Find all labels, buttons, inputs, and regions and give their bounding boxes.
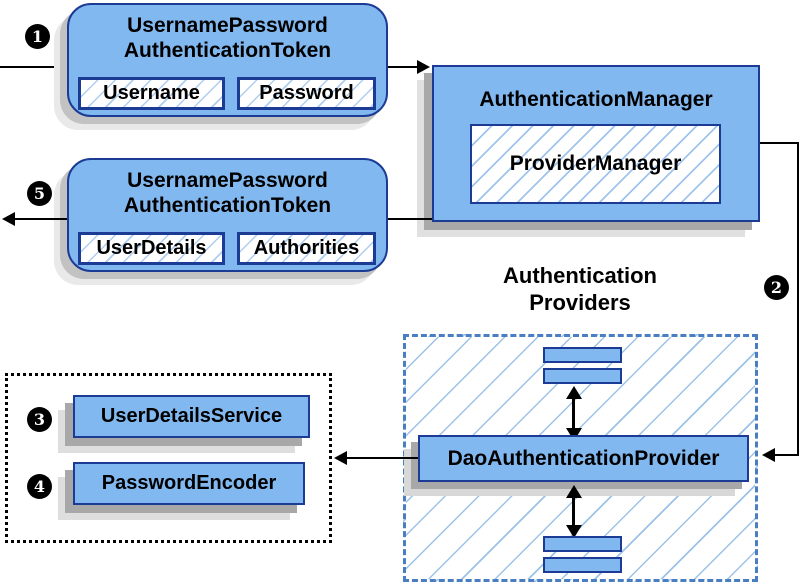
bottom-double-arrow-line <box>572 496 575 528</box>
request-to-manager-line <box>388 66 418 68</box>
authentication-manager-title: AuthenticationManager <box>479 88 713 111</box>
step-3-badge: 3 <box>27 407 52 432</box>
other-provider-bar-bottom-1 <box>543 536 622 552</box>
authorities-field-label: Authorities <box>253 237 360 259</box>
manager-to-provider-line-bottom <box>774 454 799 456</box>
dao-authentication-provider-box: DaoAuthenticationProvider <box>418 435 749 482</box>
user-details-service-box: UserDetailsService <box>73 395 310 438</box>
step-1-label: 1 <box>31 26 44 46</box>
manager-to-provider-line-top <box>760 142 798 144</box>
token-response-title-line2: AuthenticationToken <box>123 194 332 217</box>
other-provider-bar-bottom-2 <box>543 557 622 573</box>
step-1-badge: 1 <box>25 24 50 49</box>
token-response-title-line1: UsernamePassword <box>127 169 328 192</box>
dao-to-services-arrowhead-icon <box>334 451 347 465</box>
request-to-manager-arrowhead-icon <box>417 60 430 74</box>
user-details-service-label: UserDetailsService <box>100 405 283 427</box>
bottom-double-arrow-down-icon <box>566 525 582 538</box>
userdetails-field-label: UserDetails <box>96 237 207 259</box>
token-request-title-line2: AuthenticationToken <box>123 39 332 62</box>
dao-authentication-provider-label: DaoAuthenticationProvider <box>447 446 720 470</box>
step-5-badge: 5 <box>27 181 52 206</box>
username-password-token-request-box: UsernamePassword AuthenticationToken Use… <box>67 3 388 117</box>
username-password-token-response-box: UsernamePassword AuthenticationToken Use… <box>67 158 388 272</box>
step-4-badge: 4 <box>27 474 52 499</box>
authentication-providers-title-line2: Providers <box>529 290 631 315</box>
flow-in-line <box>0 66 67 68</box>
authentication-manager-box: AuthenticationManager ProviderManager <box>432 65 760 222</box>
manager-to-provider-line-vertical <box>797 142 799 456</box>
authentication-providers-title: Authentication Providers <box>460 262 700 316</box>
flow-out-arrowhead-icon <box>2 212 15 226</box>
step-5-label: 5 <box>33 183 46 203</box>
manager-to-response-line <box>388 218 432 220</box>
provider-manager-label: ProviderManager <box>509 152 682 175</box>
bottom-double-arrow-up-icon <box>566 485 582 498</box>
password-field-box: Password <box>237 77 376 110</box>
token-response-title: UsernamePassword AuthenticationToken <box>69 160 386 218</box>
provider-manager-box: ProviderManager <box>470 124 721 204</box>
authorities-field-box: Authorities <box>237 232 376 265</box>
step-4-label: 4 <box>33 476 46 496</box>
password-field-label: Password <box>259 82 354 104</box>
top-double-arrow-line <box>572 397 575 431</box>
step-2-label: 2 <box>770 277 783 297</box>
flow-out-line <box>9 218 67 220</box>
step-2-badge: 2 <box>764 275 789 300</box>
other-provider-bar-top-1 <box>543 347 622 363</box>
password-encoder-label: PasswordEncoder <box>101 472 277 494</box>
step-3-label: 3 <box>33 409 46 429</box>
dao-to-services-line <box>346 457 418 459</box>
top-double-arrow-up-icon <box>566 386 582 399</box>
userdetails-field-box: UserDetails <box>78 232 225 265</box>
username-field-label: Username <box>103 82 200 104</box>
token-request-title-line1: UsernamePassword <box>127 14 328 37</box>
other-provider-bar-top-2 <box>543 368 622 384</box>
username-field-box: Username <box>78 77 225 110</box>
token-request-title: UsernamePassword AuthenticationToken <box>69 5 386 63</box>
authentication-providers-title-line1: Authentication <box>503 263 657 288</box>
password-encoder-box: PasswordEncoder <box>73 462 305 505</box>
manager-to-provider-arrowhead-icon <box>762 448 775 462</box>
